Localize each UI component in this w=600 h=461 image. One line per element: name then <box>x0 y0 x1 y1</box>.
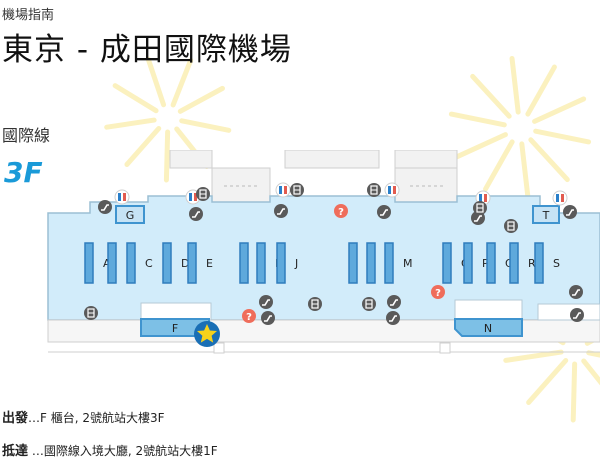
elevator-icon[interactable] <box>290 183 304 197</box>
escalator-icon[interactable] <box>98 200 112 214</box>
counter-box-g[interactable]: G <box>115 205 145 224</box>
counter-label: R <box>528 257 536 270</box>
section-label: 國際線 <box>2 126 51 145</box>
counter-label: M <box>403 257 413 270</box>
counter-label: J <box>294 257 298 270</box>
counter-label: E <box>206 257 213 270</box>
escalator-icon[interactable] <box>259 295 273 309</box>
restroom-icon[interactable] <box>552 190 568 206</box>
counter-c[interactable]: C <box>126 242 153 284</box>
counter-label: S <box>553 257 560 270</box>
counter-label: C <box>145 257 153 270</box>
counter-box-g-label: G <box>126 209 135 222</box>
escalator-icon[interactable] <box>387 295 401 309</box>
elevator-icon[interactable] <box>367 183 381 197</box>
counter-r[interactable]: R <box>509 242 536 284</box>
svg-text:?: ? <box>435 288 441 299</box>
counter-a[interactable]: A <box>84 242 111 284</box>
upper-gate-right <box>394 150 458 169</box>
counter-e[interactable]: E <box>187 242 213 284</box>
elevator-icon[interactable] <box>308 297 322 311</box>
restroom-icon[interactable] <box>114 189 130 205</box>
counter-label: D <box>181 257 189 270</box>
escalator-icon[interactable] <box>274 204 288 218</box>
escalator-icon[interactable] <box>189 207 203 221</box>
terminal-map: ABCDEHIJKLMOPQRS G T F N ??? <box>47 150 600 354</box>
elevator-icon[interactable] <box>473 201 487 215</box>
svg-text:?: ? <box>338 207 344 218</box>
concourse-box-1 <box>211 167 271 203</box>
elevator-icon[interactable] <box>362 297 376 311</box>
lower-gate-right <box>537 303 600 321</box>
counter-box-t[interactable]: T <box>532 205 560 224</box>
counter-m[interactable]: M <box>384 242 413 284</box>
counter-box-n-label: N <box>484 322 492 335</box>
escalator-icon[interactable] <box>569 285 583 299</box>
counter-d[interactable]: D <box>162 242 189 284</box>
escalator-icon[interactable] <box>386 311 400 325</box>
lower-gate-n <box>454 299 523 321</box>
svg-text:?: ? <box>246 312 252 323</box>
page-title: 東京 - 成田國際機場 <box>2 32 292 68</box>
counter-box-t-label: T <box>542 209 550 222</box>
counter-label: A <box>103 257 111 270</box>
departure-text: …F 櫃台, 2號航站大樓3F <box>28 411 165 425</box>
information-icon[interactable]: ? <box>334 204 348 218</box>
escalator-icon[interactable] <box>377 205 391 219</box>
arrival-label: 抵達 <box>2 444 29 459</box>
counter-label: P <box>482 257 489 270</box>
counter-box-n[interactable]: N <box>454 318 523 337</box>
counter-box-f-label: F <box>172 322 178 335</box>
elevator-icon[interactable] <box>84 306 98 320</box>
counter-p[interactable]: P <box>463 242 489 284</box>
arrival-text: …國際線入境大廳, 2號航站大樓1F <box>28 444 218 458</box>
restroom-icon[interactable] <box>384 182 400 198</box>
counter-j[interactable]: J <box>276 242 298 284</box>
arrival-info: 抵達 …國際線入境大廳, 2號航站大樓1F <box>2 440 218 459</box>
upper-gate-left <box>169 150 213 169</box>
floor-label: 3F <box>4 156 43 189</box>
lower-gate-f <box>140 302 212 321</box>
information-icon[interactable]: ? <box>431 285 445 299</box>
counter-s[interactable]: S <box>534 242 560 284</box>
restroom-icon[interactable] <box>275 182 291 198</box>
elevator-icon[interactable] <box>504 219 518 233</box>
escalator-icon[interactable] <box>570 308 584 322</box>
departure-label: 出發 <box>2 411 29 426</box>
concourse-box-2 <box>394 167 458 203</box>
star-icon[interactable] <box>194 321 220 347</box>
upper-gate-center <box>284 150 380 169</box>
information-icon[interactable]: ? <box>242 309 256 323</box>
departure-info: 出發…F 櫃台, 2號航站大樓3F <box>2 407 165 426</box>
escalator-icon[interactable] <box>563 205 577 219</box>
breadcrumb[interactable]: 機場指南 <box>2 8 55 23</box>
elevator-icon[interactable] <box>196 187 210 201</box>
escalator-icon[interactable] <box>261 311 275 325</box>
